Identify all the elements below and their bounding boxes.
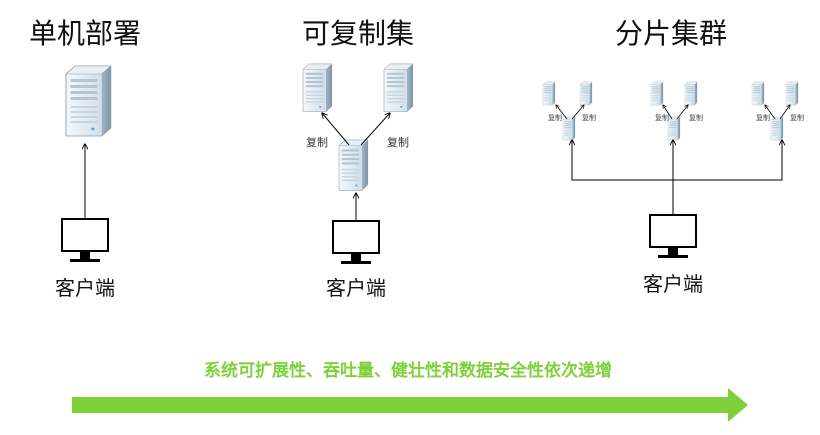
scalability-caption: 系统可扩展性、吞吐量、健壮性和数据安全性依次递增 (204, 361, 612, 381)
replication-label: 复制 (790, 114, 804, 122)
server-icon (65, 65, 112, 137)
replica-diagram (302, 63, 414, 265)
primary-server-icon (338, 139, 369, 191)
increase-arrow (72, 388, 748, 422)
replication-label: 复制 (387, 136, 409, 149)
shard-group (650, 81, 698, 141)
shard-group (751, 81, 799, 141)
replication-label: 复制 (582, 114, 596, 122)
replication-label: 复制 (548, 114, 562, 122)
replication-label: 复制 (756, 114, 770, 122)
replication-label: 复制 (306, 136, 328, 149)
secondary-server-icon (302, 63, 333, 112)
client-monitor-icon (649, 214, 697, 259)
client-monitor-icon (332, 220, 380, 265)
client-label: 客户端 (55, 276, 115, 300)
standalone-diagram (61, 65, 112, 263)
client-label: 客户端 (643, 272, 703, 296)
replication-label: 复制 (689, 114, 703, 122)
replication-arrow (322, 113, 350, 146)
secondary-server-icon (383, 63, 414, 112)
sharding-diagram (542, 81, 799, 259)
replica-title: 可复制集 (301, 17, 415, 50)
routing-line (571, 140, 783, 181)
standalone-title: 单机部署 (28, 17, 142, 50)
shard-group (542, 81, 593, 141)
client-monitor-icon (61, 218, 109, 263)
replication-label: 复制 (655, 114, 669, 122)
client-label: 客户端 (326, 276, 386, 300)
replication-arrow (360, 113, 390, 146)
sharding-title: 分片集群 (614, 17, 728, 50)
